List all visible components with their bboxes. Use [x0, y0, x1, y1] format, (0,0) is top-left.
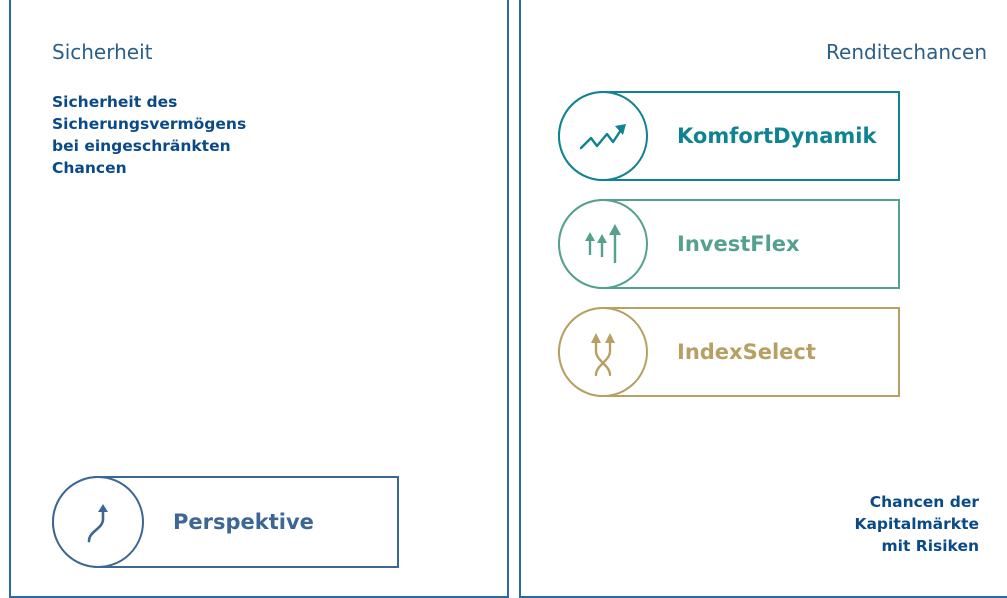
sicherheit-description: Sicherheit des Sicherungsvermögens bei e…	[52, 91, 312, 179]
product-indexselect-icon-circle	[558, 307, 648, 397]
panel-sicherheit: Sicherheit Sicherheit des Sicherungsverm…	[9, 0, 509, 598]
product-komfortdynamik-icon-circle	[558, 91, 648, 181]
product-name: IndexSelect	[677, 340, 816, 364]
renditechancen-description: Chancen der Kapitalmärkte mit Risiken	[779, 491, 979, 557]
renditechancen-description-line: mit Risiken	[881, 537, 980, 555]
panel-title-renditechancen: Renditechancen	[826, 40, 987, 64]
product-perspektive-icon-circle	[52, 476, 144, 568]
product-name: KomfortDynamik	[677, 124, 877, 148]
renditechancen-description-line: Chancen der	[869, 493, 979, 511]
crossing-arrows-up-icon	[591, 333, 615, 377]
zigzag-trend-up-icon	[579, 124, 626, 150]
renditechancen-description-line: Kapitalmärkte	[854, 515, 979, 533]
three-arrows-up-icon	[585, 224, 621, 263]
product-name: InvestFlex	[677, 232, 800, 256]
sicherheit-description-line: Sicherungsvermögens	[52, 115, 247, 133]
product-investflex[interactable]: InvestFlex	[558, 199, 900, 289]
sicherheit-description-line: bei eingeschränkten	[52, 137, 231, 155]
panel-title-sicherheit: Sicherheit	[52, 40, 153, 64]
product-perspektive[interactable]: Perspektive	[52, 476, 399, 568]
curved-arrow-up-icon	[87, 504, 108, 543]
sicherheit-description-line: Chancen	[52, 159, 127, 177]
product-investflex-icon-circle	[558, 199, 648, 289]
sicherheit-description-line: Sicherheit des	[52, 93, 178, 111]
product-name: Perspektive	[173, 510, 314, 534]
product-komfortdynamik[interactable]: KomfortDynamik	[558, 91, 900, 181]
product-indexselect[interactable]: IndexSelect	[558, 307, 900, 397]
panel-renditechancen: Renditechancen KomfortDynamik InvestFlex	[519, 0, 1007, 598]
